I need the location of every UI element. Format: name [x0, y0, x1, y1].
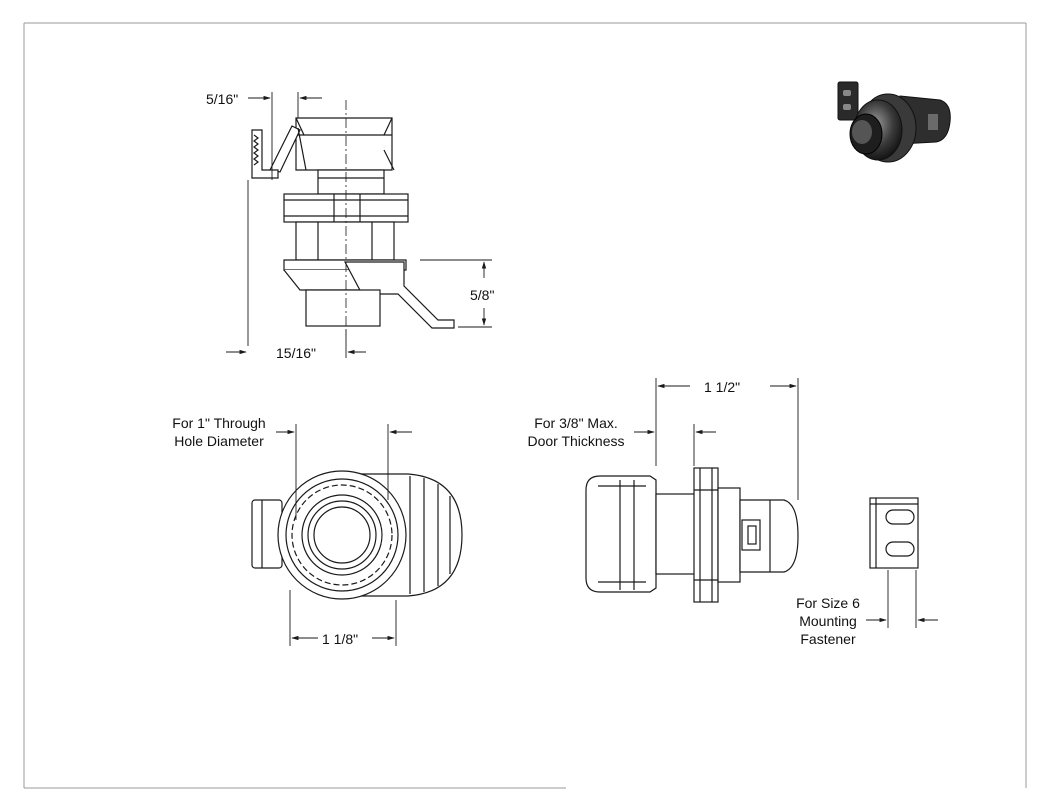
- door-thickness-note: For 3/8" Max. Door Thickness: [514, 414, 638, 450]
- fastener-note-line-1: For Size 6: [796, 595, 860, 611]
- side-view-latch: [251, 117, 455, 329]
- profile-view-latch: [585, 467, 799, 603]
- dim-catch-offset: 15/16": [276, 345, 317, 361]
- dim-overall-length: 1 1/2": [704, 379, 741, 395]
- catch-plate: [869, 497, 919, 569]
- door-thickness-note-line-2: Door Thickness: [527, 433, 625, 449]
- fastener-note: For Size 6 Mounting Fastener: [786, 594, 870, 648]
- dim-body-width: 1 1/8": [322, 631, 359, 647]
- through-hole-note-line-2: Hole Diameter: [174, 433, 264, 449]
- dimension-lines-profile: [634, 378, 799, 500]
- dimension-lines-fastener: [866, 570, 938, 628]
- front-view-latch: [251, 470, 463, 600]
- dim-catch-height: 5/8": [470, 287, 495, 303]
- dimension-lines-top: [226, 92, 492, 358]
- fastener-note-line-3: Fastener: [800, 631, 856, 647]
- dimension-lines-front: [276, 424, 412, 646]
- dim-lip-width: 5/16": [206, 91, 239, 107]
- sheet-border: [23, 22, 1027, 789]
- through-hole-note-line-1: For 1" Through: [172, 415, 266, 431]
- fastener-note-line-2: Mounting: [799, 613, 857, 629]
- door-thickness-note-line-1: For 3/8" Max.: [534, 415, 618, 431]
- through-hole-note: For 1" Through Hole Diameter: [160, 414, 278, 450]
- product-thumbnail: [837, 81, 951, 163]
